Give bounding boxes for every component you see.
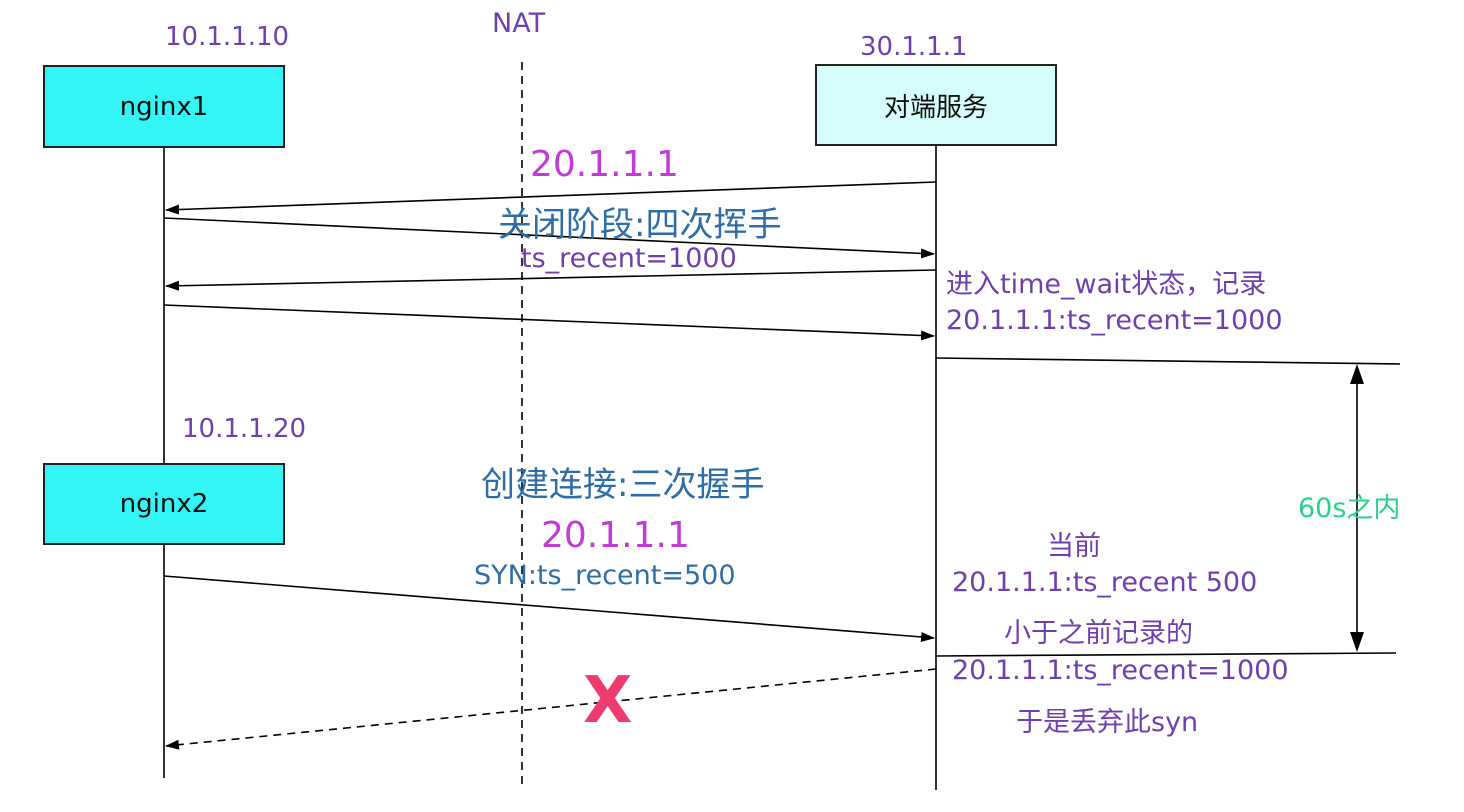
dropped-response-arrow <box>165 668 937 750</box>
reject-line5: 于是丢弃此syn <box>1016 707 1199 738</box>
ack-to-peer-arrow-2 <box>163 304 935 341</box>
nginx1-node: nginx1 <box>43 65 285 148</box>
peer-node: 对端服务 <box>815 64 1057 146</box>
nginx2-ip: 10.1.1.20 <box>182 414 307 444</box>
connect-phase-title: 创建连接:三次握手 <box>481 465 765 505</box>
nginx1-label: nginx1 <box>119 91 209 122</box>
interval-label: 60s之内 <box>1298 493 1401 524</box>
fin-from-peer-arrow <box>165 181 937 215</box>
interval-end-line <box>935 652 1397 657</box>
interval-start-line <box>935 357 1401 365</box>
peer-label: 对端服务 <box>883 92 988 123</box>
time-wait-line1: 进入time_wait状态，记录 <box>946 269 1267 300</box>
peer-ip: 30.1.1.1 <box>860 32 968 62</box>
close-nat-ip: 20.1.1.1 <box>530 144 679 185</box>
fin-from-peer-arrow-2 <box>165 269 937 291</box>
close-phase-title: 关闭阶段:四次挥手 <box>498 205 782 245</box>
nat-label: NAT <box>492 8 546 39</box>
drop-mark: X <box>583 664 633 738</box>
nginx1-ip: 10.1.1.10 <box>165 22 290 52</box>
reject-line4: 20.1.1.1:ts_recent=1000 <box>952 655 1289 686</box>
time-wait-line2: 20.1.1.1:ts_recent=1000 <box>946 305 1283 336</box>
close-ts-label: ts_recent=1000 <box>521 243 737 274</box>
syn-arrow <box>163 575 935 642</box>
ack-to-peer-arrow <box>163 217 935 259</box>
reject-line2: 20.1.1.1:ts_recent 500 <box>952 567 1258 598</box>
connect-nat-ip: 20.1.1.1 <box>541 515 690 556</box>
reject-line3: 小于之前记录的 <box>1004 618 1193 649</box>
nginx2-node: nginx2 <box>43 463 285 545</box>
reject-line1: 当前 <box>1047 531 1101 562</box>
syn-label: SYN:ts_recent=500 <box>474 560 736 591</box>
nginx2-label: nginx2 <box>119 489 209 519</box>
